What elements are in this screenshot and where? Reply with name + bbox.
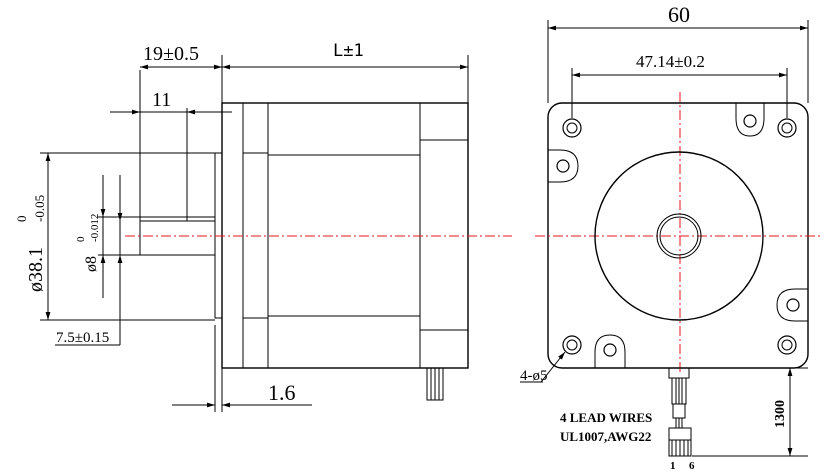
dim-shaft-tol-upper: 0 xyxy=(75,236,87,242)
dim-boss-height-lines xyxy=(172,325,312,412)
dim-body-length: L±1 xyxy=(333,41,364,61)
dim-boss-height: 1.6 xyxy=(268,380,296,405)
connector-pin-first: 1 xyxy=(670,460,676,472)
dim-hole-spacing-lines xyxy=(571,68,788,118)
front-view: 60 47.14±0.2 4-ø5 xyxy=(520,2,822,472)
flange-tabs xyxy=(548,103,808,368)
dim-flat-length: 11 xyxy=(152,89,171,111)
dim-flat-depth-lines xyxy=(55,175,123,346)
dim-boss-diameter: ø38.1 xyxy=(25,247,47,292)
mounting-holes xyxy=(562,118,797,355)
dim-flange-width: 60 xyxy=(668,2,690,27)
pilot-circle xyxy=(594,151,764,321)
dim-boss-diameter-lines xyxy=(40,152,215,321)
dim-lead-length-lines xyxy=(690,367,808,457)
holes-leader xyxy=(540,351,566,383)
dim-boss-tol-upper: 0 xyxy=(14,216,29,223)
dim-shaft-diameter: ø8 xyxy=(83,256,100,272)
dim-shaft-tol-lower: -0.012 xyxy=(89,214,101,242)
lead-wire-stubs xyxy=(426,367,444,401)
lead-wires-line1: 4 LEAD WIRES xyxy=(560,410,652,425)
dim-flange-to-shaft: 19±0.5 xyxy=(143,43,199,65)
lead-wires-line2: UL1007,AWG22 xyxy=(560,429,651,444)
dim-boss-tol-lower: -0.05 xyxy=(32,195,47,222)
side-view: 19±0.5 L±1 11 ø38.1 0 -0.05 xyxy=(14,41,512,412)
dim-flat-depth: 7.5±0.15 xyxy=(56,330,109,346)
lead-cable xyxy=(668,367,692,457)
dim-lead-length: 1300 xyxy=(773,400,788,428)
dim-flange-width-lines xyxy=(547,20,809,103)
connector-pin-last: 6 xyxy=(689,460,695,472)
dim-body-length-lines xyxy=(222,55,469,103)
shaft-circle-outer xyxy=(656,213,702,259)
dim-flat-length-lines xyxy=(110,108,232,217)
dim-hole-spacing: 47.14±0.2 xyxy=(636,52,705,71)
dim-flange-to-shaft-lines xyxy=(139,55,223,217)
dim-holes: 4-ø5 xyxy=(520,368,548,384)
shaft-circle-inner xyxy=(659,216,699,256)
